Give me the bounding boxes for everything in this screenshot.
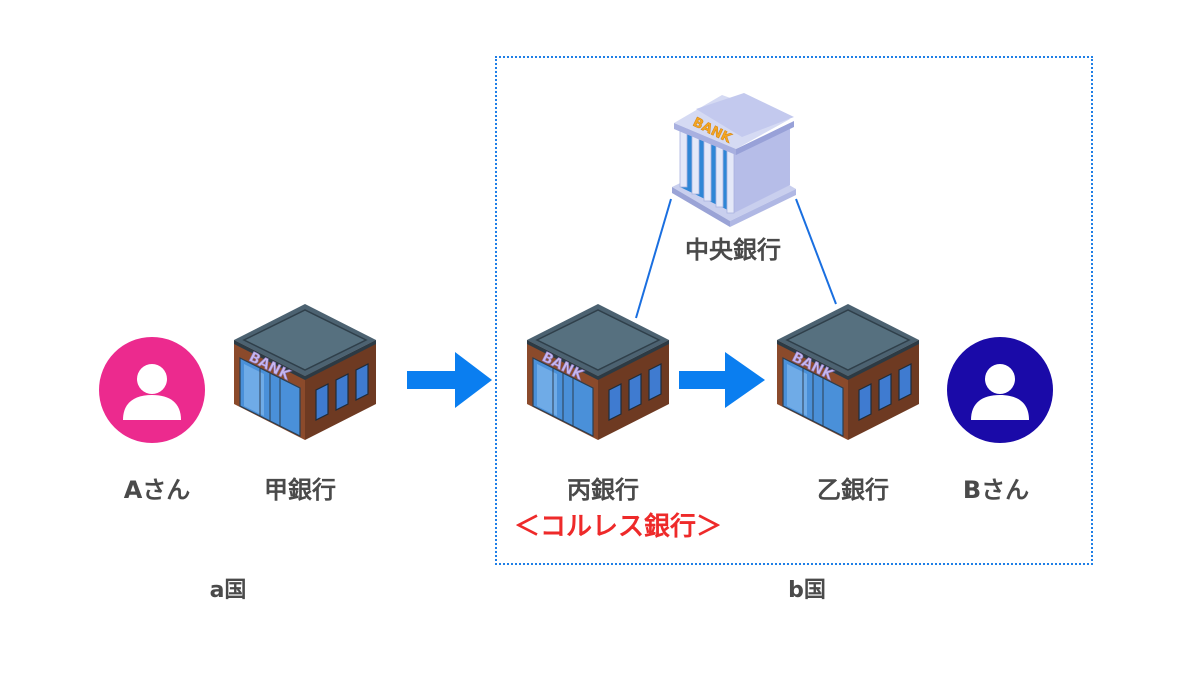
link-central-to-otsu xyxy=(795,198,837,305)
bank-hei-label: 丙銀行 xyxy=(567,476,639,504)
bank-otsu-building-icon: BANK xyxy=(776,303,920,441)
bank-kou-label: 甲銀行 xyxy=(264,476,336,504)
bank-otsu-label: 乙銀行 xyxy=(817,476,889,504)
arrow-hei-to-otsu xyxy=(679,352,765,408)
central-bank-icon: BANK xyxy=(672,93,796,227)
country-b-label: b国 xyxy=(788,578,826,603)
central-bank-label: 中央銀行 xyxy=(685,236,781,264)
bank-kou-building-icon: BANK xyxy=(233,303,377,441)
person-a-avatar xyxy=(99,337,205,443)
person-a-label: Aさん xyxy=(123,476,191,504)
person-b-label: Bさん xyxy=(962,476,1030,504)
bank-hei-building-icon: BANK xyxy=(526,303,670,441)
b-country-boundary xyxy=(495,56,1093,565)
arrow-kou-to-hei xyxy=(407,352,492,408)
person-b-avatar xyxy=(947,337,1053,443)
country-a-label: a国 xyxy=(209,578,247,603)
link-central-to-hei xyxy=(635,198,672,319)
correspondent-bank-label: ＜コルレス銀行＞ xyxy=(513,512,723,542)
